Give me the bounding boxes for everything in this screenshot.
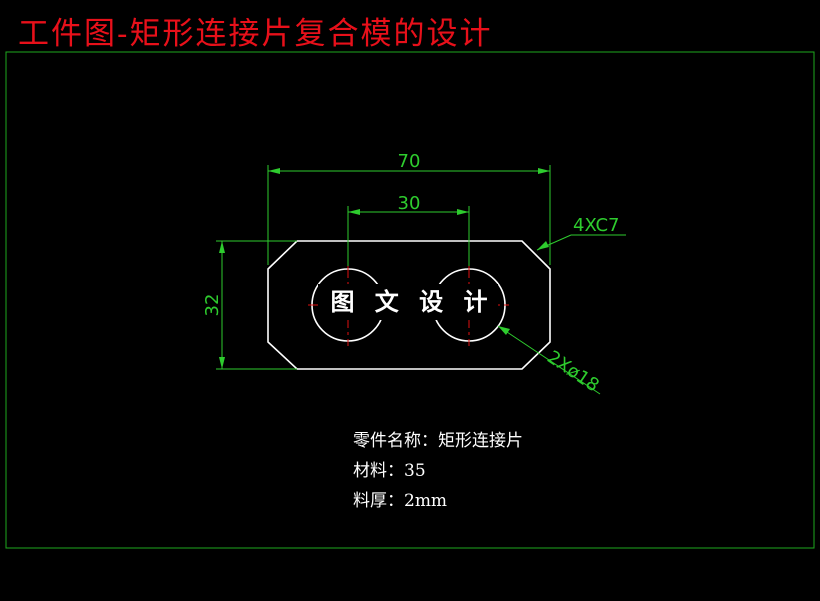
note-thickness: 料厚：2mm: [353, 491, 448, 511]
dimension-hole-spacing-label: 30: [398, 193, 421, 214]
arrow-height-top: [219, 241, 225, 253]
note-part-name: 零件名称：矩形连接片: [353, 431, 523, 451]
watermark-text: 图 文 设 计: [330, 288, 493, 316]
dimension-height-label: 32: [202, 294, 223, 317]
drawing-frame: [5, 51, 815, 549]
dimension-height: [216, 240, 297, 370]
leader-holes: [497, 325, 601, 395]
arrow-overall-right: [538, 168, 550, 174]
part-outline: [267, 240, 551, 370]
arrow-chamfer: [537, 241, 549, 250]
holes-label: 2Xø18: [543, 347, 603, 397]
part-notes: 零件名称：矩形连接片 材料：35 料厚：2mm: [353, 426, 523, 516]
arrow-spacing-right: [457, 209, 469, 215]
dimension-hole-spacing: [347, 206, 470, 266]
dimension-overall-width: [267, 165, 551, 265]
watermark-backing: [318, 284, 498, 320]
note-material: 材料：35: [353, 461, 426, 481]
arrow-spacing-left: [348, 209, 360, 215]
arrow-overall-left: [268, 168, 280, 174]
drawing-title: 工件图-矩形连接片复合模的设计: [18, 16, 493, 52]
dimension-overall-width-label: 70: [398, 151, 421, 172]
chamfer-label: 4XC7: [573, 215, 620, 236]
arrow-holes: [498, 326, 510, 335]
arrow-height-bottom: [219, 357, 225, 369]
